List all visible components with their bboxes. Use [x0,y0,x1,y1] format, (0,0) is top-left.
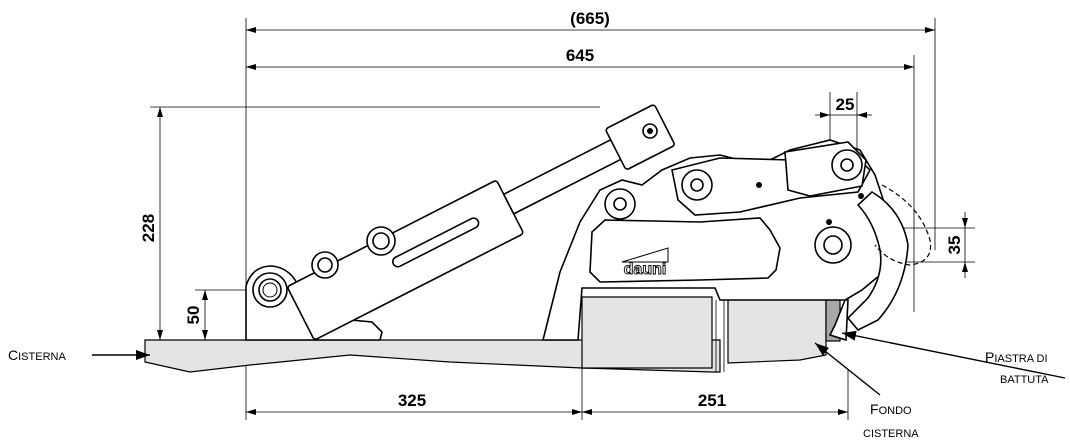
frame-window [589,217,781,283]
label-piastra-line2: BATTUTA [1000,374,1049,386]
dim-right-span: 251 [698,391,726,410]
hook-alt-position [874,184,932,266]
piastra-arrow [841,330,1066,379]
tank-floor [144,339,721,373]
locking-hook [846,191,909,331]
dim-hook-offset: 35 [945,236,964,255]
frame-pins [604,149,864,264]
svg-text:dauni: dauni [624,261,667,278]
dim-height: 228 [139,214,158,242]
fondo-cisterna-block [727,295,827,364]
center-block [581,296,713,369]
label-piastra-line1: PIASTRA DI [985,349,1048,365]
dim-overall: 645 [566,46,594,65]
hydraulic-cylinder [287,104,675,340]
dim-left-span: 325 [398,391,426,410]
dimension-lines [157,27,968,415]
pivot-pin-left [252,272,288,308]
label-cisterna: CISTERNA [8,347,66,363]
dim-overall-ref: (665) [570,9,610,28]
dim-top-offset: 25 [836,95,855,114]
label-fondo-line2: CISTERNA [863,428,919,440]
fondo-arrow [814,342,881,396]
dim-pivot-height: 50 [184,306,203,325]
dauni-logo: dauni [621,247,669,278]
label-fondo-line1: FONDO [870,401,912,417]
cylinder-pins [311,123,658,279]
